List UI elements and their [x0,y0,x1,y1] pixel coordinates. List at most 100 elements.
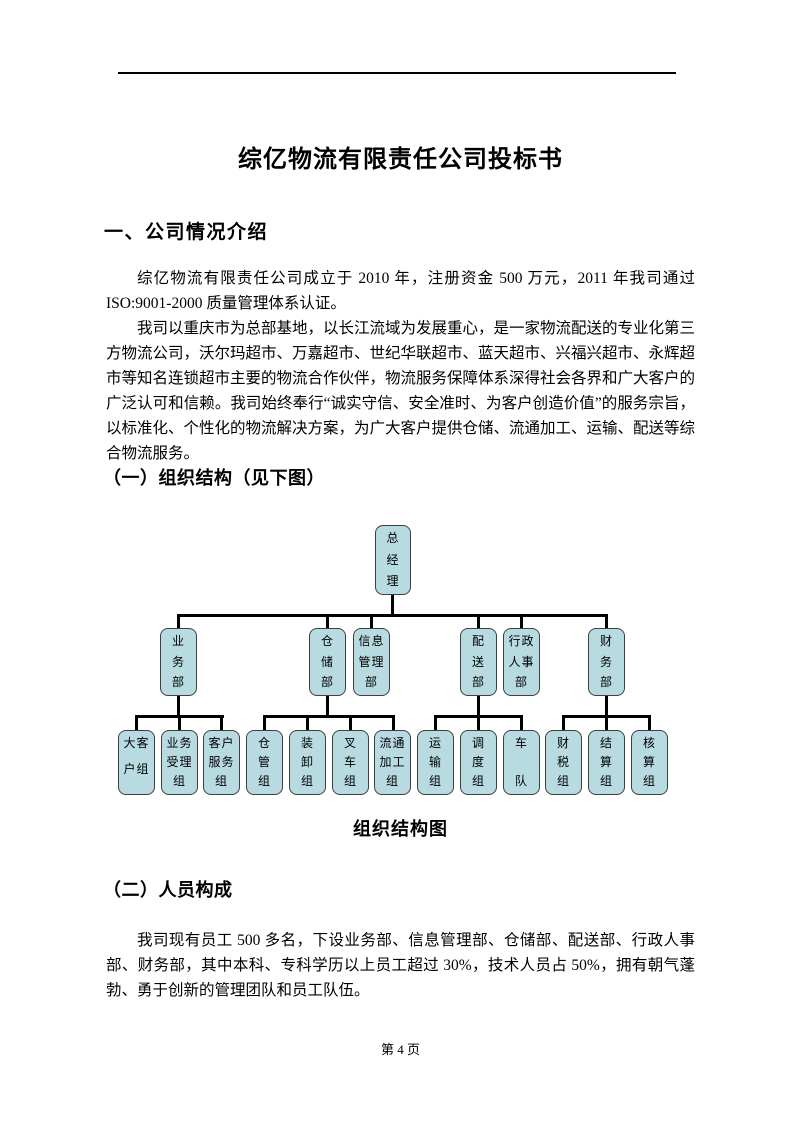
org-box-label-line: 信息 [358,634,385,648]
org-box-caiwu: 财务部 [588,628,625,696]
org-chart-connector-line [562,715,651,718]
org-box-chedui: 车队 [503,730,540,795]
org-box-diaodu: 调度组 [460,730,497,795]
org-box-label-line: 组 [556,774,570,788]
org-box-label-line: 业 [171,634,185,648]
org-box-label-line: 组 [385,774,399,788]
org-box-label-line: 客户 [208,736,235,750]
org-box-label-line: 调 [471,736,485,750]
header-rule [118,72,676,74]
org-chart-connector-line [263,715,395,718]
org-box-yewu: 业务部 [160,628,197,696]
org-chart-connector-line [520,614,523,628]
org-box-label-line: 税 [556,755,570,769]
subsection-heading-org-structure: （一）组织结构（见下图） [103,468,325,488]
org-chart-connector-line [391,595,394,616]
org-box-label-line: 经 [386,552,400,567]
org-chart-connector-line [434,715,523,718]
org-box-label-line: 总 [386,531,400,545]
org-box-peisong: 配送部 [460,628,497,696]
org-chart-connector-line [477,614,480,628]
org-box-gm: 总经理 [375,525,411,595]
org-box-label-line: 配 [471,634,485,648]
intro-paragraphs: 综亿物流有限责任公司成立于 2010 年，注册资金 500 万元，2011 年我… [106,266,695,466]
org-box-label-line: 务 [599,654,613,669]
org-box-label-line: 理 [386,574,400,588]
org-chart-connector-line [370,614,373,628]
org-box-liutong: 流通加工组 [374,730,411,795]
org-box-label-line: 组 [343,774,357,788]
org-box-label-line: 组 [428,774,442,788]
org-box-label-line: 组 [471,774,485,788]
org-box-label-line: 组 [642,774,656,788]
org-box-hesuan: 核算组 [631,730,668,795]
org-chart-connector-line [605,696,608,718]
paragraph-business: 我司以重庆市为总部基地，以长江流域为发展重心，是一家物流配送的专业化第三方物流公… [106,320,696,462]
org-chart-connector-line [135,715,224,718]
org-box-label-line: 部 [471,675,485,689]
org-box-label-line: 部 [364,675,378,689]
org-box-label-line: 仓 [257,736,271,750]
org-box-kefu: 客户服务组 [203,730,240,795]
org-box-label-line: 管理 [358,654,385,669]
org-box-label-line: 送 [471,654,485,669]
org-box-label-line: 行政 [508,634,535,648]
org-box-label-line: 部 [514,675,528,689]
org-box-label-line: 部 [171,675,185,689]
org-box-label-line: 叉 [343,736,357,750]
org-box-label-line: 核 [642,736,656,750]
org-box-label-line: 装 [300,736,314,750]
org-box-label-line: 财 [599,634,613,648]
org-box-label-line: 加工 [379,755,406,769]
personnel-paragraph: 我司现有员工 500 多名，下设业务部、信息管理部、仓储部、配送部、行政人事部、… [106,928,695,1003]
org-box-label-line: 仓 [320,634,334,648]
org-box-label-line: 流通 [379,736,406,750]
org-box-label-line: 部 [320,675,334,689]
org-box-label-line: 结 [599,736,613,750]
org-box-chache: 叉车组 [332,730,369,795]
org-box-label-line: 组 [257,774,271,788]
org-box-label-line: 输 [428,755,442,769]
org-chart-connector-line [178,715,181,730]
org-box-label-line: 大客 [123,736,150,750]
org-box-label-line: 车 [514,736,528,750]
org-box-label-line: 算 [599,755,613,769]
org-chart-connector-line [648,715,651,730]
org-box-label-line: 户组 [123,761,150,776]
org-chart-connector-line [135,715,138,730]
document-title: 综亿物流有限责任公司投标书 [238,147,563,173]
org-box-label-line: 管 [257,755,271,769]
org-box-jiesuan: 结算组 [588,730,625,795]
org-box-label-line: 受理 [166,755,193,769]
org-chart-connector-line [477,715,480,730]
org-chart-connector-line [220,715,223,730]
org-chart-connector-line [326,614,329,628]
org-chart-connector-line [392,715,395,730]
paragraph-founding: 综亿物流有限责任公司成立于 2010 年，注册资金 500 万元，2011 年我… [106,270,695,312]
org-chart-connector-line [326,696,329,718]
org-box-renshi: 行政人事部 [503,628,540,696]
org-box-label-line: 运 [428,736,442,750]
org-chart-connector-line [605,715,608,730]
org-chart-connector-line [605,614,608,628]
org-box-label-line: 组 [599,774,613,788]
org-box-yunshu: 运输组 [417,730,454,795]
org-chart-caption: 组织结构图 [353,819,448,839]
org-box-label-line: 卸 [300,755,314,769]
org-box-label-line: 度 [471,755,485,769]
org-box-label-line: 组 [300,774,314,788]
org-box-dakehu: 大客户组 [118,730,155,795]
org-box-label-line: 业务 [166,736,193,750]
org-chart-connector-line [177,614,608,617]
org-box-label-line: 人事 [508,654,535,669]
org-chart-connector-line [434,715,437,730]
org-box-label-line: 算 [642,755,656,769]
org-box-label-line: 储 [320,654,334,669]
org-box-shouli: 业务受理组 [161,730,198,795]
org-box-label-line: 财 [556,736,570,750]
org-box-label-line: 服务 [208,755,235,769]
org-box-cangchu: 仓储部 [309,628,346,696]
org-box-caishui: 财税组 [545,730,582,795]
org-box-zhuangxie: 装卸组 [289,730,326,795]
